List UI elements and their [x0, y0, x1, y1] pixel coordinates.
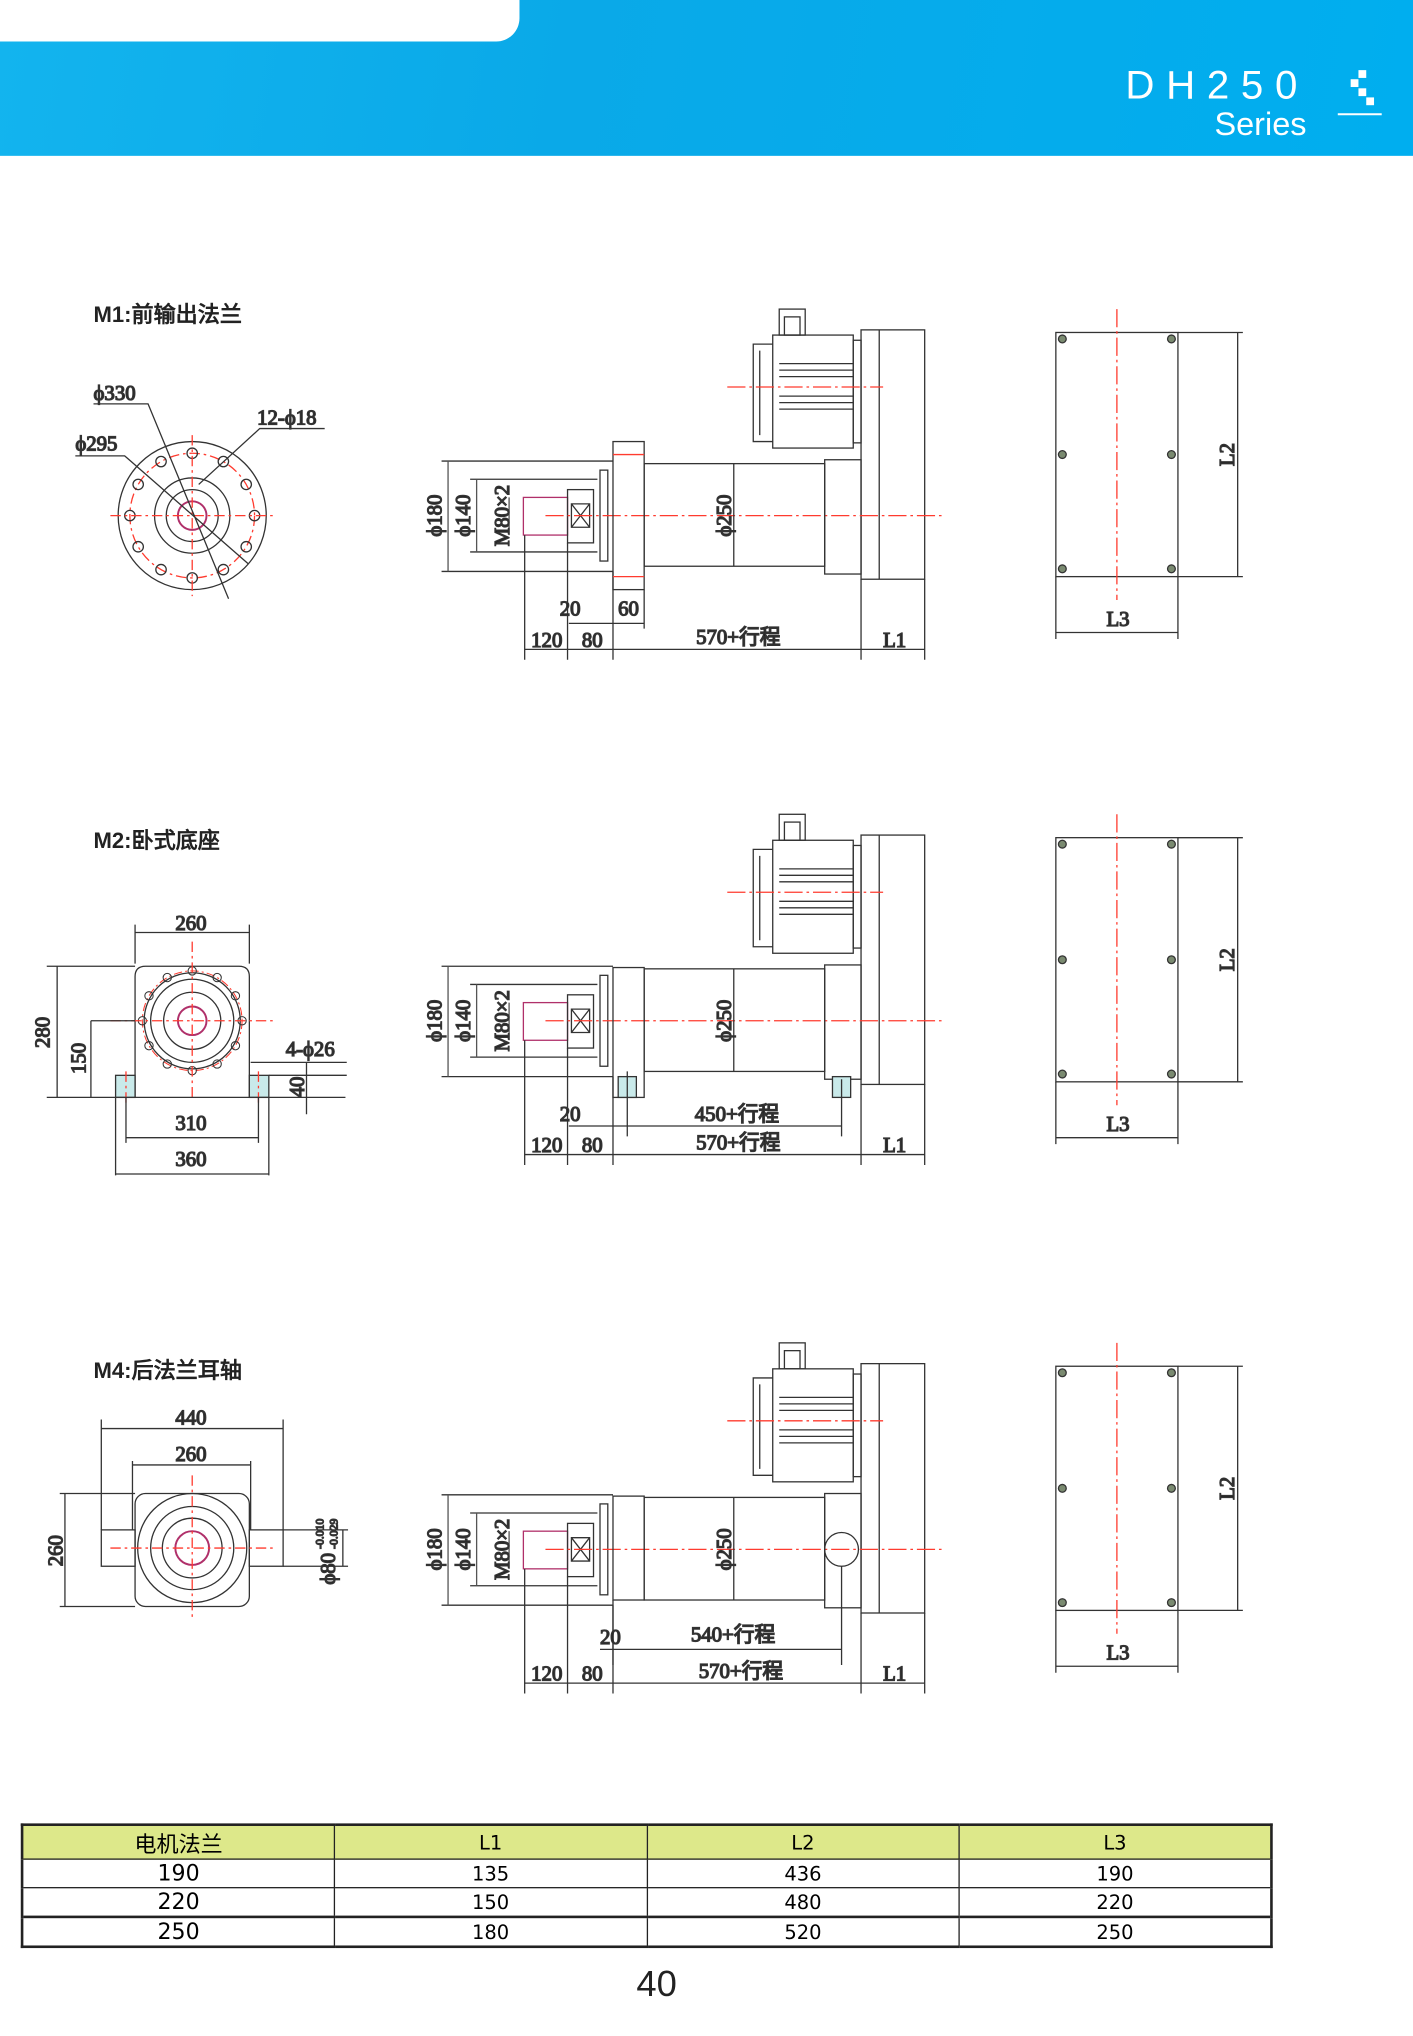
dimension-label: L2: [1216, 443, 1239, 466]
dimension-label: 40: [286, 1077, 309, 1098]
m4-end-view: L2 L3: [1055, 1342, 1244, 1674]
table-row: 220 150 480 220: [20, 1887, 1273, 1918]
dimension-label: 450+行程: [695, 1103, 779, 1126]
table-row: 250 180 520 250: [20, 1915, 1273, 1949]
dimension-label: L3: [1107, 1113, 1130, 1136]
dimension-label: 360: [175, 1148, 206, 1171]
table-cell: 135: [333, 1858, 648, 1889]
dimension-label: ϕ80: [317, 1553, 340, 1585]
dimension-label: L2: [1216, 948, 1239, 971]
m1-holes-label: 12-ϕ18: [257, 407, 316, 430]
section-heading-m2: M2:卧式底座: [93, 828, 220, 854]
dimension-label: 280: [31, 1017, 54, 1048]
table-header-row: 电机法兰 L1 L2 L3: [20, 1823, 1273, 1860]
dimension-label: 4-ϕ26: [286, 1038, 335, 1061]
table-cell: 220: [20, 1887, 336, 1918]
section-heading-m1: M1:前输出法兰: [93, 302, 242, 328]
header-tab: [0, 0, 520, 42]
column-header: L2: [646, 1823, 960, 1860]
column-header: 电机法兰: [20, 1823, 336, 1860]
table-cell: 150: [333, 1887, 648, 1918]
dimension-label: ϕ180: [424, 495, 447, 537]
m1-front-view: ϕ330 ϕ295 12-ϕ18: [75, 381, 325, 599]
dimension-label: M80×2: [491, 485, 514, 546]
table-cell: 250: [20, 1915, 336, 1949]
dimension-label: 80: [582, 1663, 603, 1686]
dimension-label: ϕ180: [424, 1000, 447, 1042]
dimension-label: ϕ180: [424, 1528, 447, 1570]
page-number: 40: [636, 1963, 677, 2004]
dimension-label: ϕ140: [452, 1528, 475, 1570]
table-row: 190 135 436 190: [20, 1858, 1273, 1889]
dimension-label: L3: [1107, 608, 1130, 631]
dimension-label: L2: [1216, 1477, 1239, 1500]
table-cell: 220: [958, 1887, 1273, 1918]
dimension-label: ϕ140: [452, 1000, 475, 1042]
dimension-label: 570+行程: [699, 1660, 783, 1683]
dimension-label: 260: [175, 1443, 206, 1466]
m2-side-view: ϕ180 ϕ140 M80×2 ϕ250 20 450+行程 120 80 57…: [423, 813, 943, 1166]
dimension-label: L1: [883, 1134, 906, 1157]
dimension-label: ϕ250: [713, 1528, 736, 1570]
column-header: L3: [958, 1823, 1273, 1860]
dimension-label: 80: [582, 1134, 603, 1157]
dimension-label: -0.029: [328, 1519, 341, 1549]
dimension-label: L3: [1107, 1642, 1130, 1665]
dimension-label: 570+行程: [696, 626, 780, 649]
dimension-label: 60: [618, 598, 639, 621]
series-subtitle: Series: [1214, 106, 1307, 143]
table-cell: 480: [646, 1887, 960, 1918]
dimension-label: 120: [531, 629, 562, 652]
dimension-label: 540+行程: [691, 1624, 775, 1647]
m1-end-view: L2 L3: [1055, 308, 1244, 640]
dimension-label: ϕ250: [713, 495, 736, 537]
table-cell: 180: [333, 1915, 648, 1949]
dimension-label: 20: [560, 1103, 581, 1126]
dimension-label: 80: [582, 629, 603, 652]
dimension-label: 20: [560, 598, 581, 621]
dimension-label: 20: [600, 1626, 621, 1649]
dimension-label: ϕ250: [713, 1000, 736, 1042]
m4-side-view: 20 ϕ180 ϕ140 M80×2 ϕ250 540+行程 120 80 57…: [423, 1342, 943, 1695]
dimension-label: 440: [175, 1407, 206, 1430]
m1-d330-label: ϕ330: [94, 382, 136, 405]
dimension-label: 120: [531, 1134, 562, 1157]
dimension-label: M80×2: [491, 1519, 514, 1580]
table-cell: 436: [646, 1858, 960, 1889]
table-cell: 250: [958, 1915, 1273, 1949]
motor-flange-table: 电机法兰 L1 L2 L3 190 135 436 190 220 150 48…: [20, 1823, 1273, 1949]
dimension-label: 120: [531, 1663, 562, 1686]
section-heading-m4: M4:后法兰耳轴: [93, 1358, 242, 1384]
dimension-label: M80×2: [491, 990, 514, 1051]
m1-d295-label: ϕ295: [75, 433, 117, 456]
m2-front-view: 260 280 150 4-ϕ26 40 310 360: [31, 911, 347, 1176]
brand-logo-icon: [1337, 70, 1382, 116]
column-header: L1: [333, 1823, 648, 1860]
table-cell: 520: [646, 1915, 960, 1949]
m2-end-view: L2 L3: [1055, 813, 1244, 1145]
dimension-label: 150: [68, 1043, 91, 1074]
table-cell: 190: [20, 1858, 336, 1889]
dimension-label: 310: [175, 1112, 206, 1135]
m4-front-view: 440 260 260 ϕ80 -0.010 -0.029: [44, 1406, 349, 1619]
dimension-label: ϕ140: [452, 495, 475, 537]
dimension-label: 260: [175, 912, 206, 935]
dimension-label: L1: [883, 1663, 906, 1686]
dimension-label: 260: [44, 1535, 67, 1566]
dimension-label: L1: [883, 629, 906, 652]
dimension-label: -0.010: [313, 1519, 326, 1549]
table-cell: 190: [958, 1858, 1273, 1889]
m1-side-view: ϕ180 ϕ140 M80×2 ϕ250 20 60 120 80 570+行程…: [423, 308, 943, 661]
series-title: DH250: [1125, 62, 1310, 108]
dimension-label: 570+行程: [696, 1131, 780, 1154]
